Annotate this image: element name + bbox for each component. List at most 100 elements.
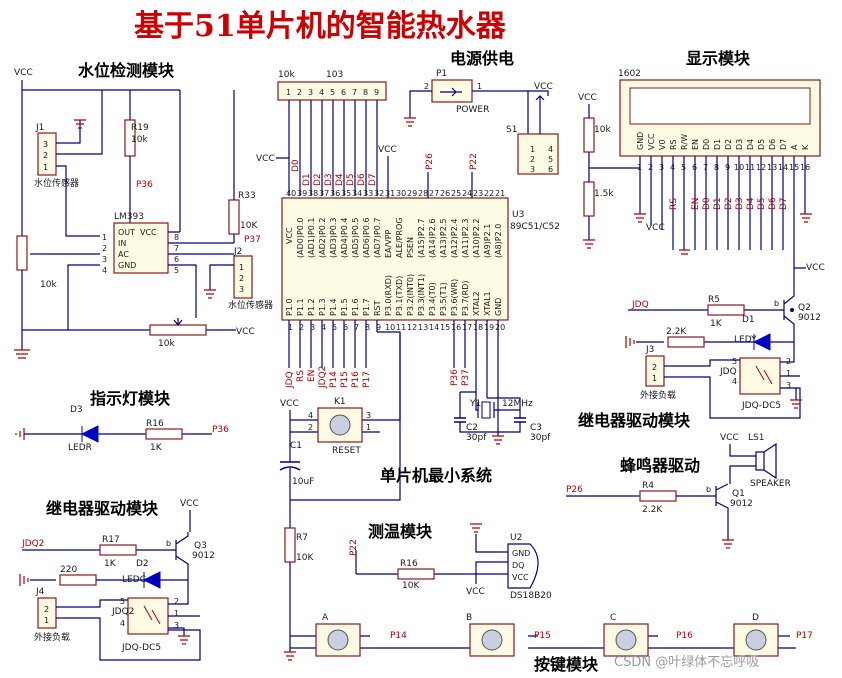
net-jdq-right: JDQ (631, 300, 649, 310)
lm393-label: LM393 (114, 212, 144, 222)
svg-text:36: 36 (330, 189, 340, 198)
reset-label: RESET (332, 446, 361, 456)
section-indicator: 指示灯模块 (90, 389, 171, 408)
relay-right-jdq: JDQ (719, 367, 737, 377)
r33-label: R33 (238, 191, 256, 201)
speaker-icon (755, 442, 777, 480)
svg-text:31: 31 (385, 189, 395, 198)
r19-label: R19 (131, 123, 149, 133)
mcu-pin-p32: P3.2(INT0) (406, 274, 415, 316)
r7-label: R7 (296, 533, 308, 543)
svg-text:34: 34 (352, 189, 362, 198)
j1-wires (56, 90, 103, 237)
key-a[interactable]: A P14 (315, 613, 407, 657)
mcu-pin-rst: RST (373, 300, 382, 316)
lcd-pin-gnd: GND (636, 132, 645, 150)
mcu-pin-p34: P3.4(T0) (428, 282, 437, 316)
svg-text:22: 22 (484, 189, 494, 198)
svg-text:33: 33 (363, 189, 373, 198)
pot-left (16, 235, 28, 271)
vcc-label-lcd-div: VCC (578, 93, 597, 103)
j2-pin1: 1 (239, 263, 244, 272)
mcu-pin-p30: P3.0(RXD) (384, 275, 393, 316)
rp-wires (276, 100, 378, 196)
power-wires (409, 90, 549, 134)
lcd-pin-d7: D7 (779, 139, 788, 150)
lcd-pin-d0: D0 (702, 139, 711, 150)
j2-connector (233, 255, 253, 299)
mcu-net-d1: D1 (302, 173, 312, 186)
ledy-label: LEDY (734, 335, 757, 345)
p1-label: P1 (436, 69, 447, 79)
r17-label: R17 (102, 535, 120, 545)
ds-pin-gnd: GND (512, 549, 530, 558)
j1-label: J1 (35, 123, 44, 133)
mcu-net-p16: P16 (351, 371, 361, 388)
relay-right-wires (664, 350, 801, 419)
relay-left-module: VCC JDQ2 R17 1K Q3 9012 b D2 LEDG 220 J4… (19, 499, 215, 661)
rp-num: 103 (326, 70, 343, 80)
r-2k2-value: 2.2K (666, 327, 687, 337)
vcc-label-reset: VCC (280, 399, 299, 409)
mcu-pin-p31: P3.1(TXD) (395, 276, 404, 316)
r4-resistor (639, 490, 677, 502)
lcd-nets: RS EN D0 D1 D2 D3 D4 D5 D6 D7 (669, 197, 789, 210)
relay-l-pin2: 2 (174, 597, 179, 606)
j4-desc: 外接负载 (34, 631, 70, 643)
ground-icon-wl (14, 349, 30, 359)
net-p26-buzzer: P26 (566, 485, 583, 495)
lcd-pin-d3: D3 (735, 139, 744, 150)
lcd-pin-en: EN (691, 139, 700, 150)
net-p22: P22 (469, 153, 479, 170)
mcu-net-p14: P14 (329, 371, 339, 388)
svg-text:2: 2 (530, 155, 535, 164)
vcc-label-power: VCC (534, 82, 553, 92)
k1-pin3: 3 (366, 411, 371, 420)
lcd-divider-wires (588, 104, 640, 240)
mcu-p2-wires (427, 172, 473, 198)
ds-pin-vcc: VCC (512, 573, 529, 582)
svg-text:5: 5 (332, 323, 337, 332)
lcd-net-d0: D0 (702, 197, 712, 210)
vcc-label-pot: VCC (236, 327, 255, 337)
relay-left (127, 597, 169, 635)
svg-text:3: 3 (310, 323, 315, 332)
r16-value: 1K (150, 443, 163, 453)
key-c-cap[interactable] (615, 629, 637, 651)
c2-label: C2 (466, 423, 478, 433)
lcd-pin-d4: D4 (746, 139, 755, 150)
mcu-pin-p12: P1.2 (307, 298, 316, 316)
mcu-net-d6: D6 (357, 173, 367, 186)
ground-icon-temp (470, 523, 482, 533)
key-b-cap[interactable] (481, 629, 503, 651)
net-p26: P26 (425, 153, 435, 170)
key-b[interactable]: B P15 (466, 613, 551, 657)
svg-text:6: 6 (343, 323, 348, 332)
display-module: 1602 GND VCC V0 RS R/W EN D0 D1 D2 D3 D4… (578, 69, 821, 268)
k1-button-cap[interactable] (329, 414, 351, 436)
svg-text:32: 32 (374, 189, 384, 198)
lm-pin-in: IN (118, 239, 126, 248)
svg-text:1: 1 (288, 323, 293, 332)
watermark: CSDN @叶绿体不忘呼吸 (614, 655, 759, 670)
mcu-pin-p23: (A11)P2.3 (461, 219, 470, 258)
j4-pin1: 1 (44, 616, 49, 625)
svg-text:5: 5 (548, 155, 553, 164)
lcd-net-d7: D7 (779, 197, 789, 210)
svg-text:3: 3 (308, 88, 313, 97)
lcd-pin-a: A (790, 144, 799, 150)
relay-right-coil-icon (755, 365, 773, 385)
mcu-pin-p22: (A10)P2.2 (472, 219, 481, 258)
key-d[interactable]: D P17 (733, 613, 813, 657)
svg-text:6: 6 (341, 88, 346, 97)
section-water-level: 水位检测模块 (78, 61, 175, 80)
key-a-cap[interactable] (327, 629, 349, 651)
key-d-cap[interactable] (745, 629, 767, 651)
mcu-pin-p13: P1.3 (318, 298, 327, 316)
relay-r-pin3: 3 (786, 381, 791, 390)
lcd-wires (639, 156, 806, 268)
key-c[interactable]: C P16 (603, 613, 693, 657)
q3-transistor (175, 532, 189, 600)
